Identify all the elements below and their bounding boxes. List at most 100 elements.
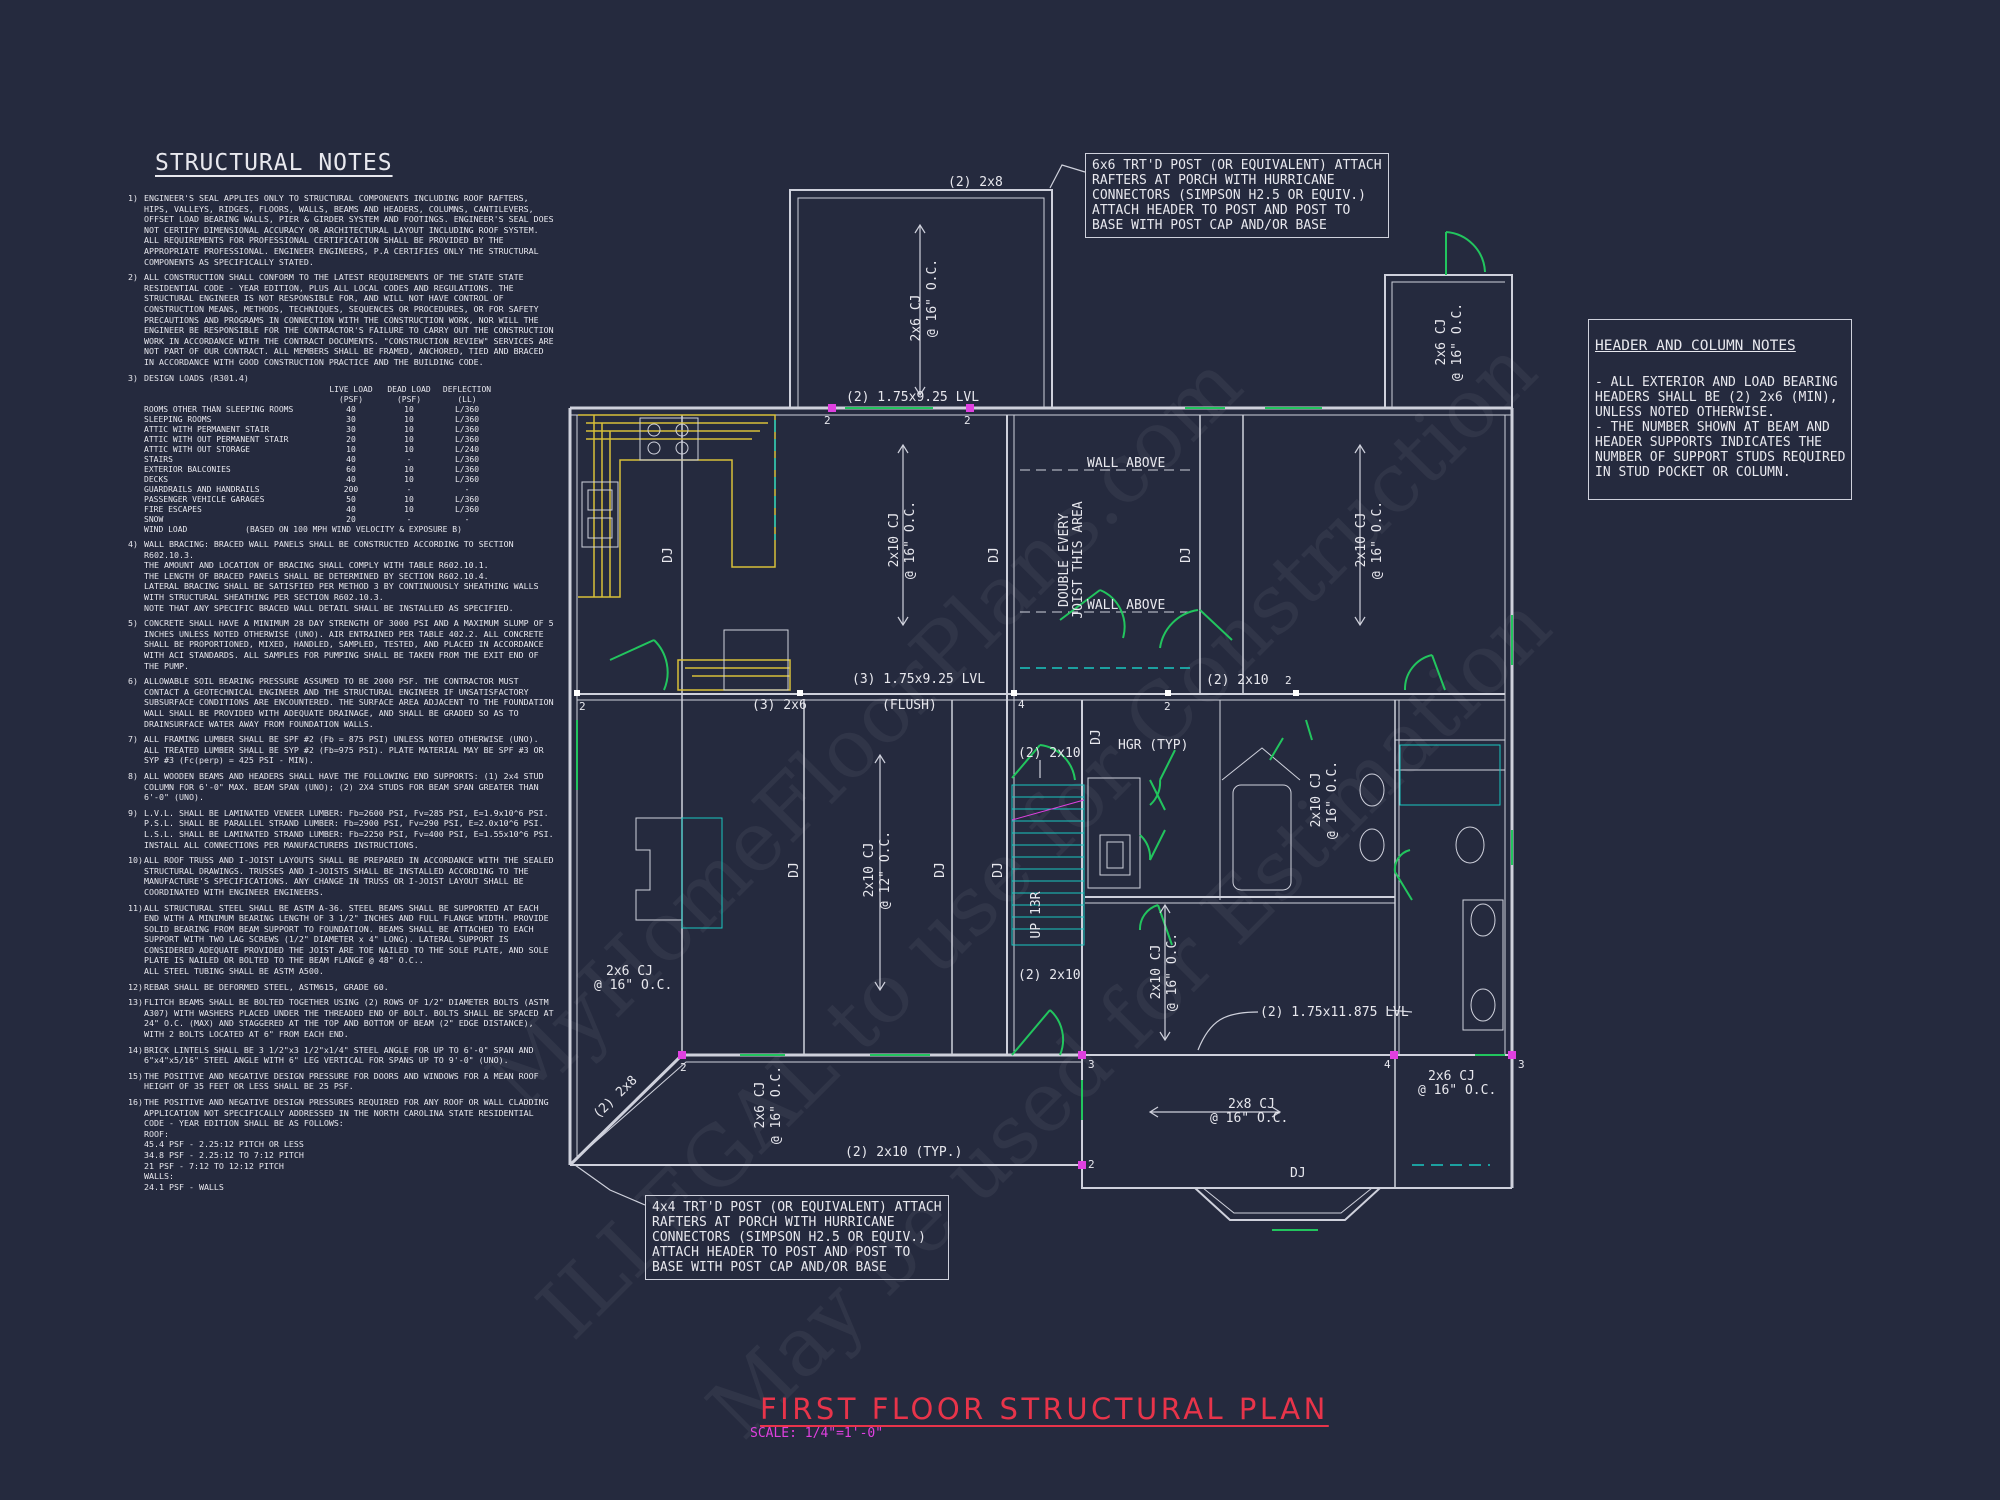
label-dj-2: DJ (987, 547, 1002, 563)
wind-load: WIND LOAD (BASED ON 100 MPH WIND VELOCIT… (144, 525, 462, 535)
label-dj-7: DJ (1089, 729, 1104, 745)
label-kitchen-joist: 2x10 CJ (887, 513, 902, 568)
design-loads-table: LIVE LOAD (PSF) DEAD LOAD (PSF) DEFLECTI… (144, 385, 558, 535)
label-living-joist: 2x10 CJ (862, 843, 877, 898)
label-left-joist-spacing: @ 16" O.C. (594, 978, 672, 993)
header-column-notes: HEADER AND COLUMN NOTES - ALL EXTERIOR A… (1588, 319, 1853, 500)
stud-count-2: 2 (964, 414, 971, 427)
label-rear-joist: 2x6 CJ (909, 295, 924, 342)
label-living-joist-spacing: @ 12" O.C. (878, 831, 893, 909)
note-16: 16)THE POSITIVE AND NEGATIVE DESIGN PRES… (128, 1097, 549, 1192)
bay-window (1194, 1187, 1381, 1221)
note-11: 11)ALL STRUCTURAL STEEL SHALL BE ASTM A-… (128, 902, 549, 977)
note-3: 3) DESIGN LOADS (R301.4) (128, 372, 249, 383)
label-porch-joist: 2x6 CJ (1428, 1069, 1475, 1084)
label-front-joist: 2x6 CJ (753, 1082, 768, 1129)
note-12: 12)REBAR SHALL BE DEFORMED STEEL, ASTM61… (128, 981, 389, 992)
label-foyer-joist-spacing: @ 16" O.C. (1165, 933, 1180, 1011)
stud-count-8: 3 (1088, 1058, 1095, 1071)
stud-count-7: 2 (680, 1061, 687, 1074)
note-5: 5)CONCRETE SHALL HAVE A MINIMUM 28 DAY S… (128, 618, 554, 671)
note-14: 14)BRICK LINTELS SHALL BE 3 1/2"x3 1/2"x… (128, 1044, 534, 1066)
label-lvl-1: (2) 1.75x9.25 LVL (846, 390, 979, 405)
stud-count-4: 4 (1018, 698, 1025, 711)
label-right-joist-spacing: @ 16" O.C. (1370, 501, 1385, 579)
label-double-joist: DOUBLE EVERY (1057, 513, 1072, 607)
label-dj-porch: DJ (1290, 1166, 1306, 1181)
label-closet-joist: 2x6 CJ (1434, 319, 1449, 366)
note-13: 13)FLITCH BEAMS SHALL BE BOLTED TOGETHER… (128, 997, 554, 1040)
doors-and-windows (576, 231, 1513, 1231)
stud-count-11: 3 (1518, 1058, 1525, 1071)
stud-count-3: 2 (579, 700, 586, 713)
header-column-title: HEADER AND COLUMN NOTES (1595, 338, 1796, 354)
label-bath-joist-spacing: @ 16" O.C. (1325, 761, 1340, 839)
label-hdr-2x10-a: (2) 2x10 (1206, 673, 1269, 688)
stud-count-9: 2 (1088, 1158, 1095, 1171)
plan-title: FIRST FLOOR STRUCTURAL PLAN (760, 1392, 1329, 1426)
label-lvl-2: (3) 1.75x9.25 LVL (852, 672, 985, 687)
rear-porch-outline (789, 189, 1053, 408)
label-front-joist-spacing: @ 16" O.C. (769, 1066, 784, 1144)
label-hdr-2x10-b: (2) 2x10 (1018, 746, 1081, 761)
label-joist-2x8-spacing: @ 16" O.C. (1210, 1111, 1288, 1126)
label-left-joist: 2x6 CJ (606, 964, 653, 979)
label-hdr-2x10-c: (2) 2x10 (1018, 968, 1081, 983)
label-bath-joist: 2x10 CJ (1309, 773, 1324, 828)
label-dj-4: DJ (787, 862, 802, 878)
label-hdr-2x10-typ: (2) 2x10 (TYP.) (845, 1145, 962, 1160)
note-15: 15)THE POSITIVE AND NEGATIVE DESIGN PRES… (128, 1070, 539, 1092)
angled-front-wall (568, 1053, 1082, 1167)
label-dj-6: DJ (991, 862, 1006, 878)
label-double-joist-2: JOIST THIS AREA (1071, 501, 1086, 619)
label-wall-above-2: WALL ABOVE (1087, 598, 1165, 613)
structural-notes: 1) ENGINEER'S SEAL APPLIES ONLY TO STRUC… (128, 193, 558, 1197)
label-right-joist: 2x10 CJ (1354, 513, 1369, 568)
label-joist-2x8: 2x8 CJ (1228, 1097, 1275, 1112)
label-stair-up: UP 13R (1029, 891, 1044, 938)
label-top-header: (2) 2x8 (948, 175, 1003, 190)
label-flush: (FLUSH) (882, 698, 937, 713)
porch-post-6x6-callout: 6x6 TRT'D POST (OR EQUIVALENT) ATTACH RA… (1085, 153, 1389, 238)
label-lvl-3: (2) 1.75x11.875 LVL (1260, 1005, 1409, 1020)
header-column-text: - ALL EXTERIOR AND LOAD BEARING HEADERS … (1595, 375, 1846, 480)
note-1: 1) ENGINEER'S SEAL APPLIES ONLY TO STRUC… (128, 193, 554, 267)
stairs (1011, 784, 1085, 946)
stud-count-5: 2 (1164, 700, 1171, 713)
note-8: 8)ALL WOODEN BEAMS AND HEADERS SHALL HAV… (128, 770, 544, 803)
label-dj-1: DJ (661, 547, 676, 563)
structural-notes-title: STRUCTURAL NOTES (155, 150, 393, 176)
kitchen-cabinets (578, 414, 791, 691)
note-4: 4)WALL BRACING: BRACED WALL PANELS SHALL… (128, 539, 539, 613)
label-dj-5: DJ (933, 862, 948, 878)
porch-post-4x4-callout: 4x4 TRT'D POST (OR EQUIVALENT) ATTACH RA… (645, 1195, 949, 1280)
label-beam-3-2x6: (3) 2x6 (752, 698, 807, 713)
label-hgr: HGR (TYP) (1118, 738, 1188, 753)
stud-count-1: 2 (824, 414, 831, 427)
design-loads-header: LIVE LOAD (PSF) DEAD LOAD (PSF) DEFLECTI… (329, 385, 492, 405)
label-rear-joist-spacing: @ 16" O.C. (925, 259, 940, 337)
note-2: 2) ALL CONSTRUCTION SHALL CONFORM TO THE… (128, 272, 554, 367)
stud-markers (678, 404, 1516, 1169)
label-angled-header: (2) 2x8 (591, 1073, 641, 1122)
note-6: 6)ALLOWABLE SOIL BEARING PRESSURE ASSUME… (128, 676, 554, 729)
label-foyer-joist: 2x10 CJ (1149, 945, 1164, 1000)
label-closet-joist-spacing: @ 16" O.C. (1450, 303, 1465, 381)
stud-count-6: 2 (1285, 674, 1292, 687)
stud-count-10: 4 (1384, 1058, 1391, 1071)
closet-outline (1384, 274, 1513, 408)
plan-scale: SCALE: 1/4"=1'-0" (750, 1426, 884, 1441)
label-porch-joist-spacing: @ 16" O.C. (1418, 1083, 1496, 1098)
